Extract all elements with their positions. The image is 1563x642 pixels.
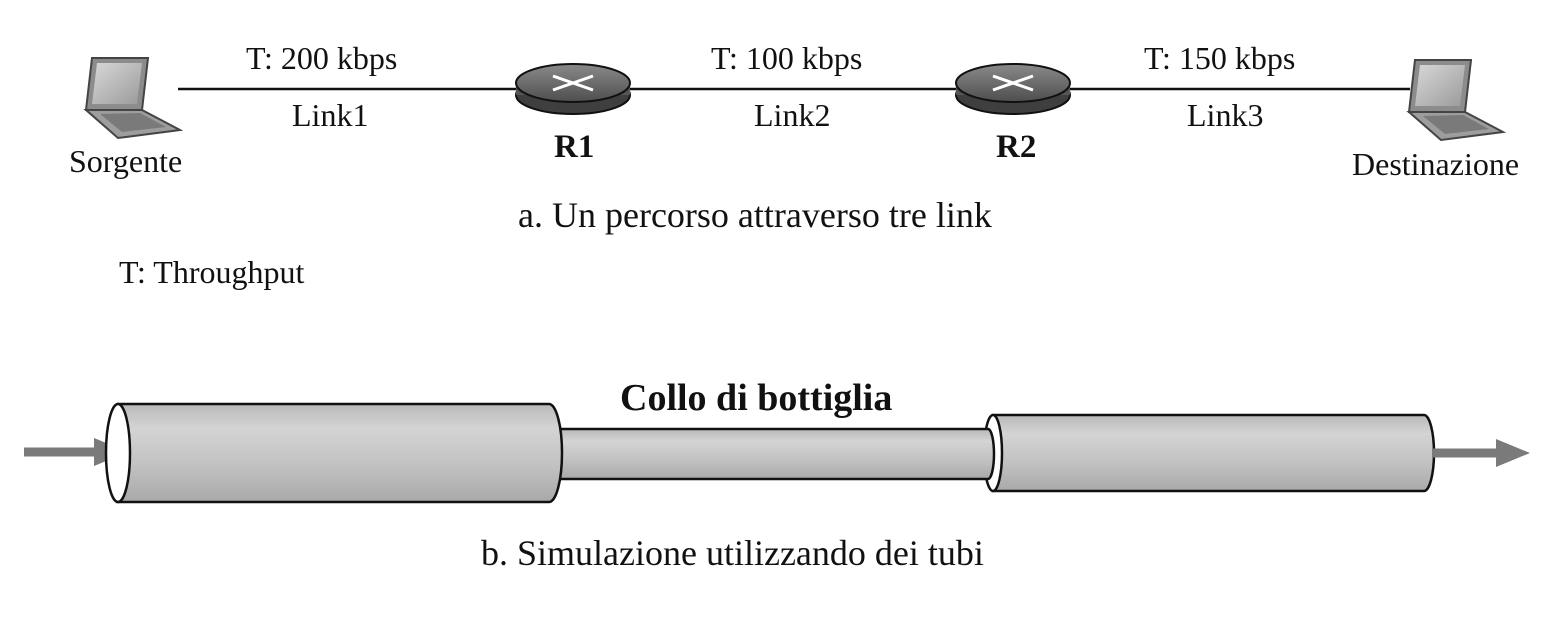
link1-name-label: Link1 <box>292 97 369 133</box>
source-label: Sorgente <box>69 143 183 179</box>
caption-b: b. Simulazione utilizzando dei tubi <box>481 533 984 573</box>
throughput-legend: T: Throughput <box>119 254 305 290</box>
router-icon-r1 <box>515 63 631 115</box>
arrow-icon-output <box>1432 439 1530 467</box>
laptop-icon-destination <box>1406 59 1507 142</box>
link2-throughput-label: T: 100 kbps <box>711 40 863 76</box>
link2-name-label: Link2 <box>754 97 831 133</box>
router-r1-label: R1 <box>554 129 595 165</box>
pipe-simulation <box>24 402 1530 504</box>
link3-throughput-label: T: 150 kbps <box>1144 40 1296 76</box>
destination-label: Destinazione <box>1352 146 1520 182</box>
laptop-icon-source <box>83 57 184 140</box>
link1-throughput-label: T: 200 kbps <box>246 40 398 76</box>
link3-name-label: Link3 <box>1187 97 1264 133</box>
pipe-link2 <box>553 427 996 481</box>
bottleneck-label: Collo di bottiglia <box>620 377 893 419</box>
router-r2-label: R2 <box>996 129 1037 165</box>
router-icon-r2 <box>955 63 1071 115</box>
caption-a: a. Un percorso attraverso tre link <box>518 195 992 235</box>
pipe-link1 <box>104 402 564 504</box>
pipe-link3 <box>982 413 1436 493</box>
